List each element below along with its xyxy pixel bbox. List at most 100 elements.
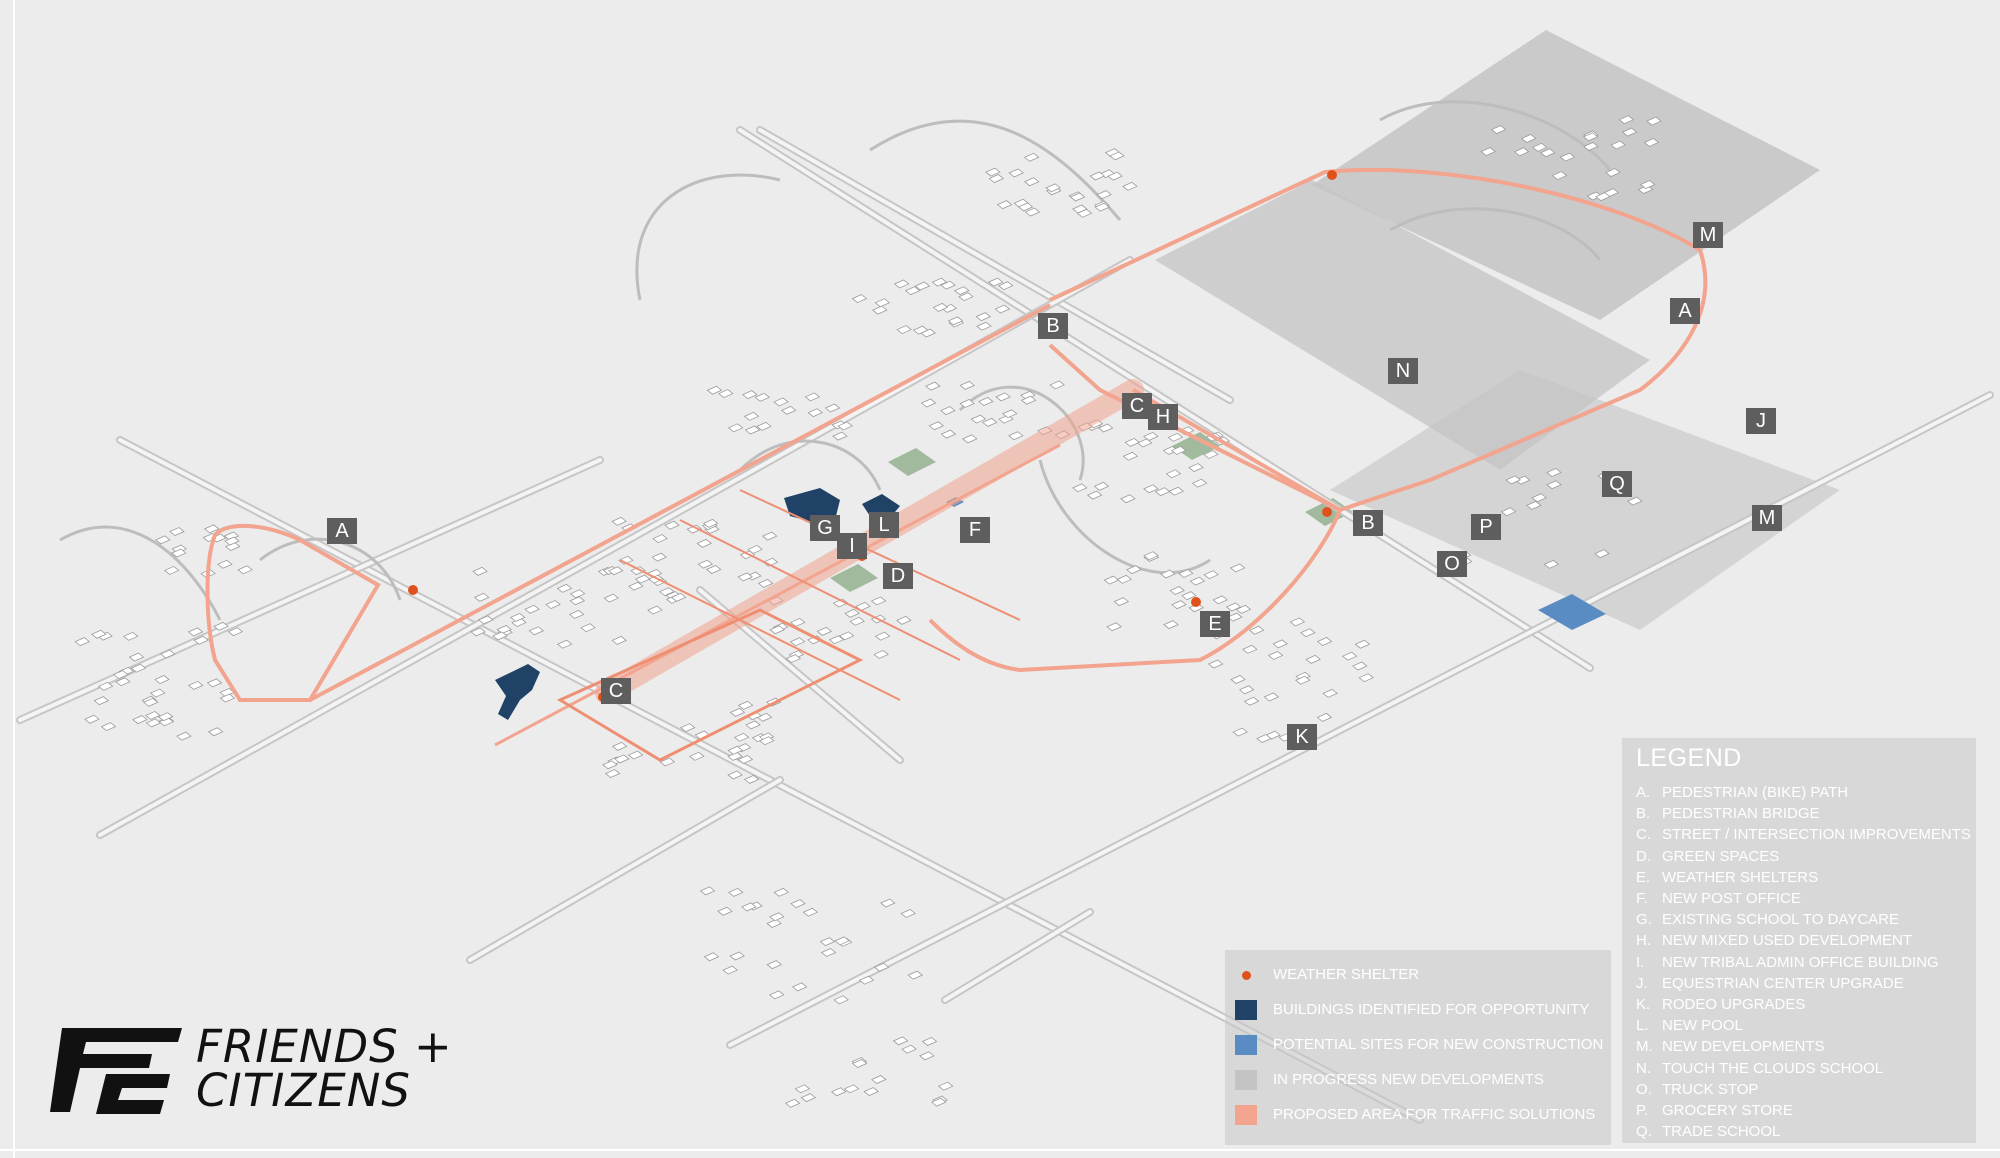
house: [785, 654, 802, 664]
house: [1122, 181, 1138, 191]
house: [744, 425, 761, 435]
house: [1546, 468, 1562, 477]
house: [1646, 116, 1662, 126]
legend-item-key: P.: [1636, 1102, 1649, 1119]
legend-item: O.TRUCK STOP: [1636, 1081, 1758, 1098]
house: [759, 736, 775, 746]
house: [837, 421, 853, 431]
residential-street: [59, 525, 222, 621]
house: [1212, 595, 1229, 605]
opportunity-building: [784, 488, 840, 522]
house: [1526, 500, 1542, 510]
house: [628, 581, 644, 591]
house: [727, 745, 744, 755]
legend-item-key: Q.: [1636, 1123, 1652, 1141]
house: [492, 631, 508, 641]
house: [647, 605, 663, 615]
house: [580, 623, 596, 633]
house: [611, 741, 628, 751]
house: [1230, 675, 1246, 684]
house: [569, 589, 586, 599]
house: [941, 303, 958, 313]
house: [1341, 651, 1358, 661]
house: [1189, 576, 1206, 586]
legend-item-text: GROCERY STORE: [1662, 1102, 1793, 1119]
residential-street: [635, 173, 781, 301]
house: [1639, 180, 1656, 190]
map-marker-e: E: [1200, 611, 1230, 637]
new-construction-site: [1538, 594, 1606, 630]
house: [611, 635, 627, 645]
house: [1358, 673, 1374, 683]
house: [893, 279, 910, 289]
house: [1618, 115, 1635, 125]
legend-item-key: C.: [1636, 826, 1651, 844]
legend-item-key: H.: [1636, 932, 1651, 950]
house: [784, 1098, 801, 1108]
house: [718, 389, 734, 399]
house: [1168, 486, 1185, 496]
map-marker-m: M: [1693, 222, 1723, 248]
residential-street: [958, 385, 1085, 481]
house: [207, 727, 224, 737]
house: [1354, 639, 1371, 649]
legend-item-text: NEW MIXED USED DEVELOPMENT: [1662, 932, 1913, 950]
residential-street: [1038, 459, 1211, 575]
house: [1605, 168, 1621, 178]
map-key-item: POTENTIAL SITES FOR NEW CONSTRUCTION: [1273, 1036, 1604, 1053]
house: [769, 625, 785, 635]
house: [892, 1036, 909, 1046]
green-space: [830, 564, 878, 592]
house: [130, 663, 147, 673]
house: [651, 552, 668, 562]
legend-item: A. PEDESTRIAN (BIKE) PATH: [1636, 784, 1848, 801]
house: [1229, 563, 1246, 573]
legend-item: F.NEW POST OFFICE: [1636, 890, 1801, 907]
legend-item-text: TRADE SCHOOL: [1662, 1123, 1781, 1141]
weather-shelter-dot: [1191, 597, 1201, 607]
house: [921, 1037, 938, 1046]
house: [699, 886, 716, 896]
house: [780, 405, 797, 415]
house: [741, 902, 757, 912]
house: [832, 431, 848, 441]
map-marker-m: M: [1752, 505, 1782, 531]
house: [509, 612, 526, 622]
house: [604, 769, 621, 779]
map-marker-a: A: [327, 518, 357, 544]
map-marker-k: K: [1287, 724, 1317, 750]
house: [1106, 622, 1122, 632]
legend-item-text: GREEN SPACES: [1662, 847, 1780, 865]
house: [1093, 481, 1110, 491]
house: [697, 559, 714, 569]
house: [1107, 171, 1123, 181]
map-marker-l: L: [869, 512, 899, 538]
house: [545, 600, 561, 609]
map-key-item: BUILDINGS IDENTIFIED FOR OPPORTUNITY: [1273, 1001, 1590, 1018]
house: [223, 531, 240, 541]
house: [1520, 134, 1537, 143]
weather-shelter-dot: [1327, 170, 1337, 180]
in-progress-development-area: [1330, 370, 1840, 630]
house: [689, 751, 705, 761]
legend-item-key: D.: [1636, 847, 1651, 865]
legend-item-text: PEDESTRIAN (BIKE) PATH: [1662, 784, 1849, 801]
house: [790, 899, 806, 909]
house: [791, 982, 808, 992]
house: [1531, 493, 1547, 503]
legend-item-key: A.: [1636, 784, 1651, 801]
house: [742, 390, 758, 400]
house: [940, 280, 956, 290]
house: [524, 604, 540, 614]
house: [154, 675, 170, 684]
legend-item: B.PEDESTRIAN BRIDGE: [1636, 805, 1820, 822]
house: [1094, 202, 1110, 212]
house: [834, 936, 850, 946]
house: [115, 677, 131, 687]
house: [729, 707, 746, 717]
house: [874, 298, 891, 308]
house: [1017, 202, 1034, 212]
road-surface: [758, 128, 1232, 402]
house: [627, 750, 644, 760]
